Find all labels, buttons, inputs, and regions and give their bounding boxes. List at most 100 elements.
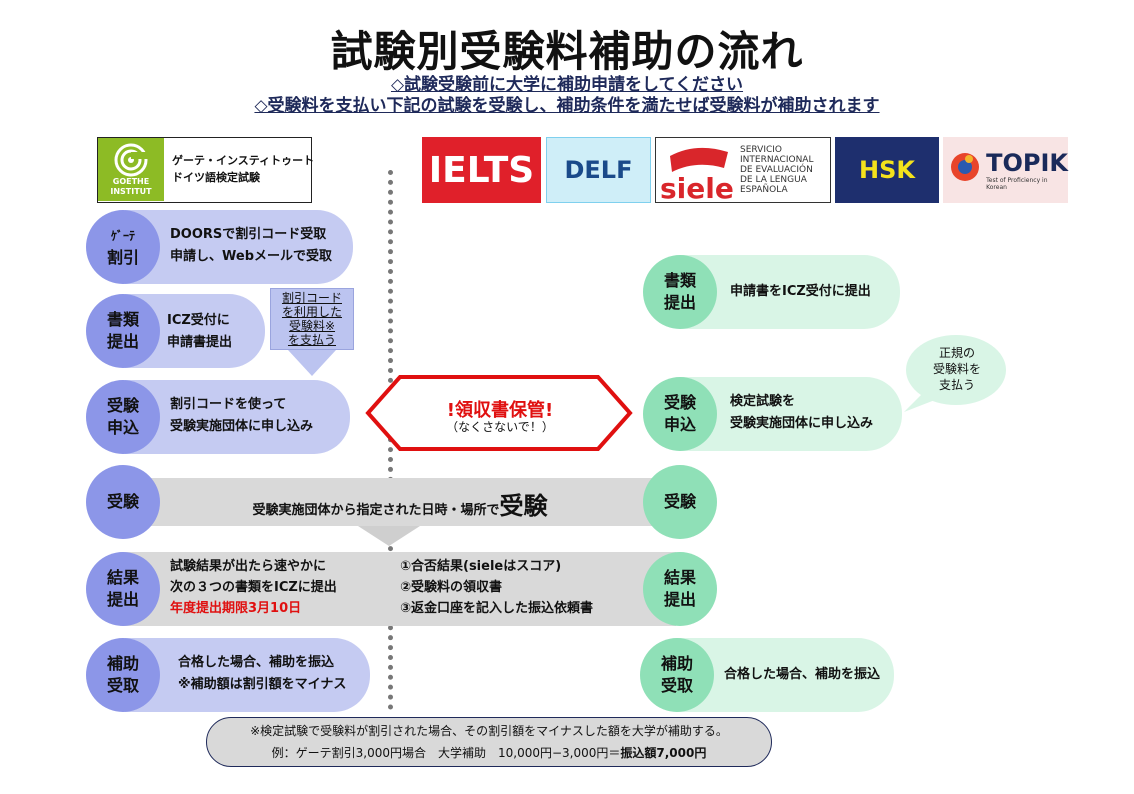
exam-down-arrow-icon [358, 526, 420, 546]
right-apply-pill [680, 377, 902, 451]
note-down-arrow-icon [288, 350, 336, 376]
left-discount-text: DOORSで割引コード受取 申請し、Webメールで受取 [170, 224, 332, 268]
siele-description: SERVICIO INTERNACIONAL DE EVALUACIÓN DE … [740, 145, 813, 195]
goethe-text-line1: ゲーテ・インスティトゥート [172, 154, 315, 167]
step-text-line: 受験実施団体に申し込み [170, 419, 314, 434]
left-apply-pill [125, 380, 350, 454]
step-label: 提出 [663, 293, 696, 312]
step-text-line: 割引コードを使って [170, 397, 287, 412]
step-label: 受取 [106, 676, 139, 695]
ielts-logo: IELTS [422, 137, 541, 203]
exam-text-big: 受験 [499, 492, 548, 520]
result-docs-list: ①合否結果(sieleはスコア) ②受験料の領収書 ③返金口座を記入した振込依頼… [400, 556, 593, 619]
discount-fee-note: 割引コード を利用した 受験料※ を支払う [270, 288, 354, 350]
result-doc-item: ②受験料の領収書 [400, 580, 503, 595]
deadline-text: 年度提出期限3月10日 [170, 601, 302, 616]
note-line: を支払う [287, 333, 336, 347]
exam-band [120, 478, 676, 526]
result-band [120, 552, 676, 626]
siele-logo: siele SERVICIO INTERNACIONAL DE EVALUACI… [655, 137, 831, 205]
footer-amount: 振込額7,000円 [620, 746, 707, 760]
right-receive-text: 合格した場合、補助を振込 [724, 667, 881, 682]
right-apply-circle: 受験申込 [643, 377, 717, 451]
page-title: 試験別受験料補助の流れ [330, 27, 804, 76]
step-label: 結果 [106, 568, 139, 587]
footer-note-box [206, 717, 772, 767]
bubble-line: 支払う [938, 378, 975, 392]
step-text-line: 受験実施団体に申し込み [730, 416, 874, 431]
footer-line2: 例：ゲーテ割引3,000円場合 大学補助 10,000円−3,000円＝振込額7… [206, 744, 772, 761]
goethe-description: ゲーテ・インスティトゥート ドイツ語検定試験 [172, 152, 314, 186]
siele-word: siele [660, 172, 734, 205]
left-discount-circle: ｹﾞｰﾃ 割引 [86, 210, 160, 284]
step-label: 提出 [663, 590, 696, 609]
topik-subtitle: Test of Proficiency in Korean [986, 177, 1048, 191]
topik-wordmark: TOPIK Test of Proficiency in Korean [986, 149, 1068, 191]
left-receive-circle: 補助受取 [86, 638, 160, 712]
topik-emblem-icon [951, 153, 979, 181]
speech-bubble-icon [904, 335, 1006, 412]
siele-mark: siele [656, 138, 736, 205]
exam-text: 受験実施団体から指定された日時・場所で受験 [180, 486, 620, 521]
siele-flag-icon [670, 147, 728, 172]
hsk-logo: HSK [835, 137, 939, 203]
step-label: 受取 [660, 676, 693, 695]
step-label: 結果 [663, 568, 696, 587]
left-receive-pill [125, 638, 370, 712]
receipt-hexagon-icon [365, 375, 633, 451]
footer-example: 例：ゲーテ割引3,000円場合 大学補助 10,000円−3,000円＝ [271, 746, 621, 760]
left-result-circle: 結果提出 [86, 552, 160, 626]
right-apply-text: 検定試験を 受験実施団体に申し込み [730, 391, 873, 435]
left-receive-text: 合格した場合、補助を振込 ※補助額は割引額をマイナス [178, 652, 346, 696]
right-receive-circle: 補助受取 [640, 638, 714, 712]
step-label: ｹﾞｰﾃ [110, 229, 135, 243]
right-docs-circle: 書類提出 [643, 255, 717, 329]
step-label: 受験 [106, 396, 139, 415]
exam-text-prefix: 受験実施団体から指定された日時・場所で [252, 503, 500, 518]
note-line: 受験料※ [288, 319, 336, 333]
step-text-line: 申請書提出 [167, 335, 233, 350]
left-docs-text: ICZ受付に 申請書提出 [167, 310, 232, 354]
step-label: 受験 [663, 492, 696, 511]
footer-line1: ※検定試験で受験料が割引された場合、その割引額をマイナスした額を大学が補助する。 [250, 724, 728, 738]
left-apply-text: 割引コードを使って 受験実施団体に申し込み [170, 394, 313, 438]
step-label: 補助 [106, 654, 139, 673]
step-label: 書類 [106, 310, 139, 329]
step-text-line: 試験結果が出たら速やかに [170, 559, 327, 574]
subtitle-1: ◇試験受験前に大学に補助申請をしてください [390, 75, 744, 95]
delf-logo: DELF [546, 137, 651, 203]
left-exam-circle: 受験 [86, 465, 160, 539]
receipt-warning-title: !領収書保管! [446, 400, 554, 421]
step-label: 割引 [106, 248, 139, 267]
step-text-line: 次の３つの書類をICZに提出 [170, 580, 337, 595]
step-text-line: DOORSで割引コード受取 [170, 227, 327, 242]
goethe-spiral-icon [114, 143, 149, 177]
step-label: 提出 [106, 590, 139, 609]
receipt-warning-sub: （なくさないで！） [446, 420, 554, 434]
topik-word: TOPIK [986, 149, 1068, 177]
right-exam-circle: 受験 [643, 465, 717, 539]
step-text-line: 検定試験を [730, 394, 796, 409]
siele-desc-line: DE EVALUACIÓN [740, 165, 813, 175]
step-label: 補助 [660, 654, 693, 673]
siele-desc-line: ESPAÑOLA [740, 185, 788, 195]
step-label: 申込 [106, 418, 139, 437]
goethe-logo-label: GOETHE INSTITUT [110, 177, 152, 196]
left-docs-circle: 書類提出 [86, 294, 160, 368]
siele-desc-line: DE LA LENGUA [740, 175, 807, 185]
goethe-text-line2: ドイツ語検定試験 [172, 171, 260, 184]
left-result-text: 試験結果が出たら速やかに 次の３つの書類をICZに提出 年度提出期限3月10日 [170, 556, 337, 619]
topik-logo: TOPIK Test of Proficiency in Korean [943, 137, 1068, 203]
bubble-line: 正規の [938, 346, 975, 360]
step-label: 提出 [106, 332, 139, 351]
left-apply-circle: 受験申込 [86, 380, 160, 454]
bubble-line: 受験料を [932, 362, 981, 376]
step-text-line: ICZ受付に [167, 313, 230, 328]
step-label: 書類 [663, 271, 696, 290]
note-line: 割引コード [281, 291, 342, 305]
result-doc-item: ①合否結果(sieleはスコア) [400, 559, 562, 574]
subtitle-2: ◇受験料を支払い下記の試験を受験し、補助条件を満たせば受験料が補助されます [254, 96, 880, 116]
siele-desc-line: SERVICIO [740, 145, 782, 155]
step-text-line: ※補助額は割引額をマイナス [178, 677, 347, 692]
right-receive-pill [678, 638, 894, 712]
